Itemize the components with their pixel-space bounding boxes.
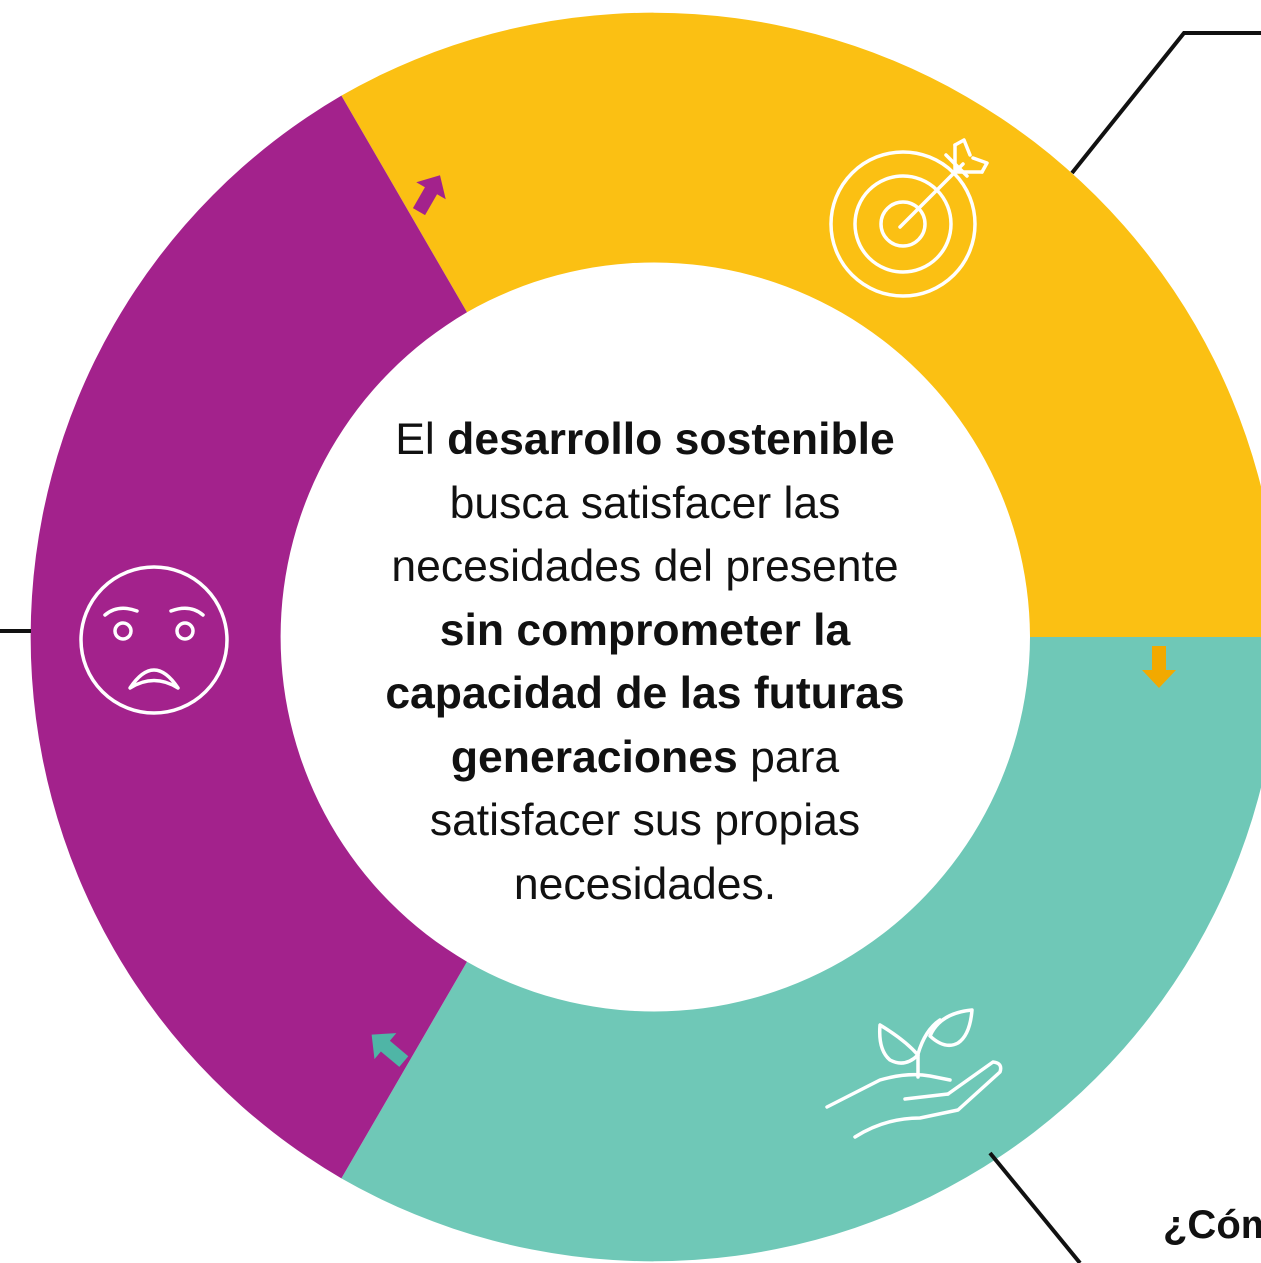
purple-segment: [30, 95, 468, 1179]
plant-in-hand-icon: [825, 1008, 1003, 1139]
center-line-6-bold: generaciones: [450, 732, 738, 782]
center-line-1-bold: desarrollo sostenible: [447, 415, 895, 464]
center-line-6: generaciones para: [380, 726, 910, 790]
teal-segment: [341, 637, 1261, 1262]
center-line-1-intro: El: [395, 415, 448, 464]
center-line-2: busca satisfacer las: [449, 478, 841, 528]
center-line-4: sin comprometer la: [380, 599, 910, 663]
target-icon: [829, 138, 989, 298]
arrow-teal-to-purple: [371, 1033, 409, 1067]
sad-face-icon: [79, 565, 229, 715]
arrow-purple-to-yellow: [412, 175, 446, 216]
center-line-4-bold: sin comprometer la: [439, 605, 851, 655]
center-line-7: satisfacer sus propias: [429, 796, 861, 845]
corner-question-label: ¿Cóm: [1163, 1203, 1261, 1247]
center-line-5-bold: capacidad de las futuras: [385, 669, 905, 718]
yellow-segment: [341, 12, 1261, 637]
center-line-6-rest: para: [737, 732, 840, 782]
connector-line-top-right: [1070, 31, 1261, 175]
center-line-3: necesidades del presente: [391, 542, 899, 591]
arrow-yellow-to-teal: [1142, 646, 1176, 688]
center-line-1: El desarrollo sostenible: [380, 408, 910, 472]
center-line-8: necesidades.: [513, 859, 777, 909]
center-definition-text: El desarrollo sostenible busca satisface…: [380, 408, 910, 916]
connector-line-bottom-right: [988, 1151, 1082, 1263]
center-line-5: capacidad de las futuras: [380, 662, 910, 726]
